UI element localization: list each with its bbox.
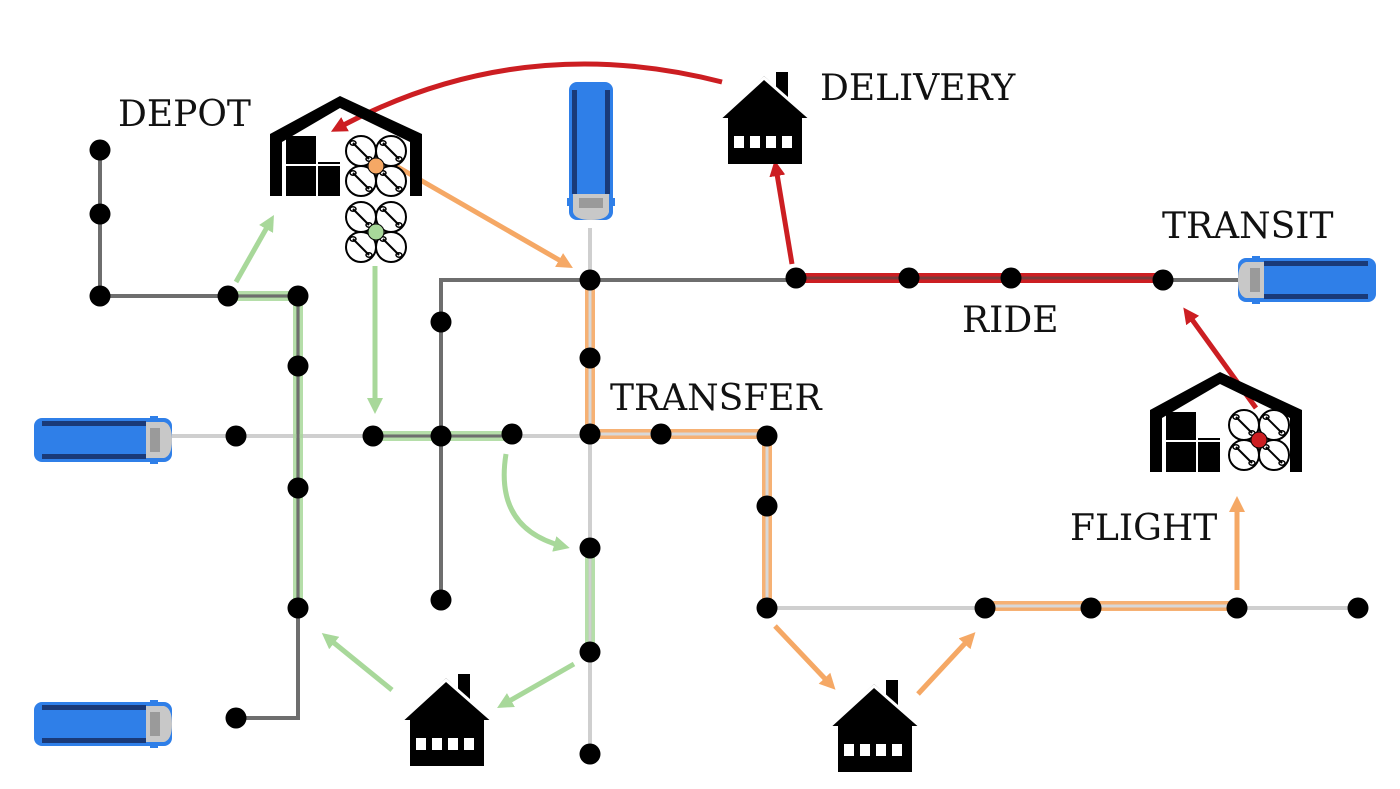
node <box>430 589 452 611</box>
node <box>430 425 452 447</box>
node <box>579 269 601 291</box>
arrow-icon <box>501 453 570 552</box>
node <box>579 641 601 663</box>
label-ride: RIDE <box>962 300 1058 341</box>
arrow-icon <box>321 632 394 692</box>
node <box>217 285 239 307</box>
node <box>1152 269 1174 291</box>
arrow-icon <box>233 215 274 284</box>
drone-icon <box>346 136 406 196</box>
label-transit: TRANSIT <box>1162 206 1334 247</box>
arrow-icon <box>769 160 795 265</box>
house-icon <box>398 672 496 768</box>
node <box>287 355 309 377</box>
node <box>650 423 672 445</box>
orange-arrows <box>394 163 1246 696</box>
node <box>579 537 601 559</box>
node <box>974 597 996 619</box>
bus-icon <box>1238 256 1376 304</box>
node <box>756 425 778 447</box>
drone-icon <box>1229 410 1289 470</box>
orange-route <box>585 280 1237 611</box>
drone-icon <box>346 202 406 262</box>
arrow-icon <box>394 163 573 268</box>
node <box>287 597 309 619</box>
bus-icon <box>567 82 615 220</box>
node <box>287 477 309 499</box>
node <box>579 743 601 765</box>
arrow-icon <box>497 661 576 708</box>
node <box>287 285 309 307</box>
node <box>225 707 247 729</box>
node <box>1347 597 1369 619</box>
label-delivery: DELIVERY <box>820 68 1017 109</box>
bus-icon <box>34 416 172 464</box>
node <box>89 203 111 225</box>
node <box>785 267 807 289</box>
arrow-icon <box>773 624 836 690</box>
node <box>898 267 920 289</box>
house-icon <box>826 678 924 774</box>
node <box>756 597 778 619</box>
network-nodes <box>89 139 1369 765</box>
arrow-icon <box>916 632 976 696</box>
node <box>501 423 523 445</box>
node <box>89 139 111 161</box>
house-icon <box>716 70 814 166</box>
node <box>1000 267 1022 289</box>
node <box>89 285 111 307</box>
depot-secondary <box>1149 371 1303 473</box>
depot-main <box>269 95 423 262</box>
road-west-vertical <box>236 296 300 720</box>
node <box>579 347 601 369</box>
houses <box>398 70 924 774</box>
node <box>756 495 778 517</box>
node <box>225 425 247 447</box>
node <box>430 311 452 333</box>
bus-icon <box>34 700 172 748</box>
green-route <box>228 291 595 652</box>
node <box>1226 597 1248 619</box>
node <box>362 425 384 447</box>
node <box>579 423 601 445</box>
label-depot: DEPOT <box>118 94 251 135</box>
arrow-icon <box>330 61 723 132</box>
label-flight: FLIGHT <box>1070 508 1217 549</box>
node <box>1080 597 1102 619</box>
label-transfer: TRANSFER <box>610 378 823 419</box>
green-arrows <box>233 215 576 708</box>
